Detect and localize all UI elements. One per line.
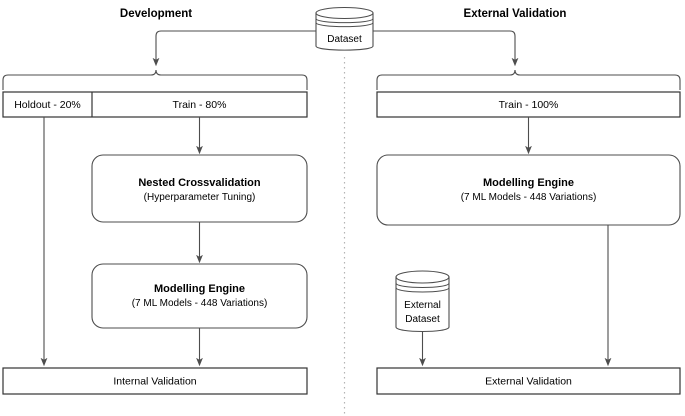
right-modelling-engine-subtitle: (7 ML Models - 448 Variations) [461, 192, 597, 203]
external-dataset-cylinder: External Dataset [395, 270, 450, 332]
internal-validation-label: Internal Validation [113, 376, 196, 388]
internal-validation-box: Internal Validation [2, 367, 308, 395]
dataset-cylinder: Dataset [315, 6, 374, 51]
connector-dataset-to-external [373, 30, 519, 67]
connector-dataset-to-development [152, 30, 316, 67]
header-external-validation: External Validation [464, 8, 567, 20]
external-dataset-label-line1: External [404, 300, 441, 311]
left-split-bar: Holdout - 20% Train - 80% [2, 91, 308, 118]
external-dataset-label-line2: Dataset [405, 314, 440, 325]
external-validation-box: External Validation [376, 367, 681, 395]
dataset-label: Dataset [327, 34, 362, 45]
nested-cv-subtitle: (Hyperparameter Tuning) [144, 192, 256, 203]
nested-crossvalidation-box: Nested Crossvalidation (Hyperparameter T… [91, 154, 308, 223]
holdout-label: Holdout - 20% [14, 99, 81, 111]
header-development: Development [120, 8, 192, 20]
left-modelling-engine-title: Modelling Engine [154, 283, 245, 295]
external-validation-label: External Validation [485, 376, 572, 388]
train-100-label: Train - 100% [499, 99, 559, 111]
left-modelling-engine-box: Modelling Engine (7 ML Models - 448 Vari… [91, 263, 308, 329]
nested-cv-title: Nested Crossvalidation [138, 177, 261, 189]
right-modelling-engine-box: Modelling Engine (7 ML Models - 448 Vari… [376, 154, 681, 226]
right-split-bracket [376, 69, 681, 90]
right-modelling-engine-title: Modelling Engine [483, 177, 574, 189]
train-80-label: Train - 80% [173, 99, 227, 111]
right-split-bar: Train - 100% [376, 91, 681, 118]
left-split-bracket [2, 69, 308, 90]
left-modelling-engine-subtitle: (7 ML Models - 448 Variations) [132, 298, 268, 309]
